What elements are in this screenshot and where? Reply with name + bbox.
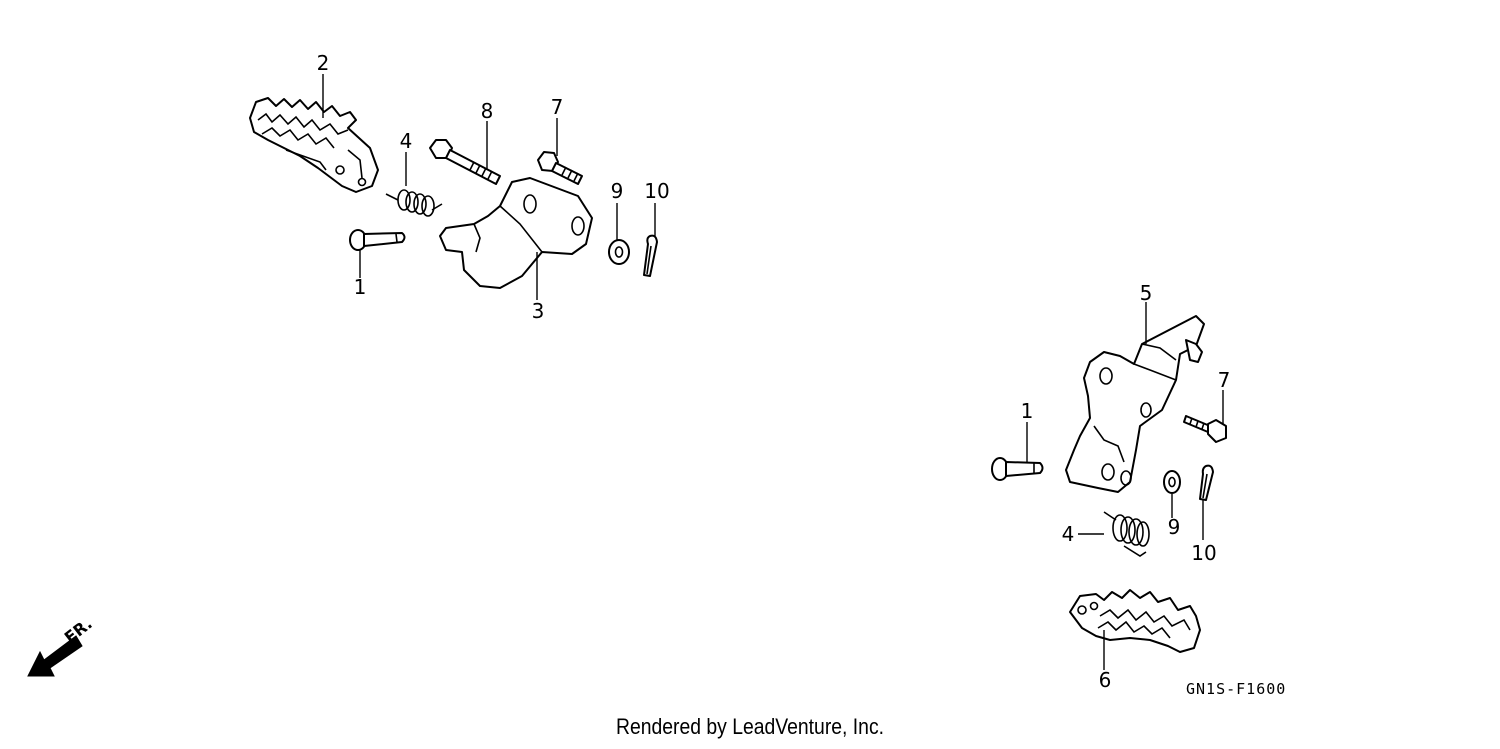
right-bracket-part-5[interactable] — [1065, 315, 1205, 493]
callout-9r: 9 — [1168, 515, 1181, 539]
callout-7r: 7 — [1218, 368, 1231, 392]
right-assembly: 5 1 7 9 10 4 6 — [991, 281, 1231, 692]
callout-7: 7 — [551, 95, 564, 119]
callout-4: 4 — [400, 129, 413, 153]
left-pin-part-1[interactable] — [349, 229, 406, 251]
right-cotter-pin-part-10[interactable] — [1199, 464, 1214, 501]
left-spring-part-4[interactable] — [385, 189, 443, 217]
left-bolt-part-7[interactable] — [537, 151, 583, 185]
left-bolt-part-8[interactable] — [429, 139, 501, 185]
right-bolt-part-7[interactable] — [1183, 415, 1227, 443]
callout-10: 10 — [644, 179, 669, 203]
right-washer-part-9[interactable] — [1163, 470, 1181, 494]
right-spring-part-4[interactable] — [1103, 511, 1150, 557]
callout-4r: 4 — [1062, 522, 1075, 546]
arrow-icon — [27, 635, 83, 677]
left-footpeg-part-2[interactable] — [249, 97, 379, 193]
left-bracket-part-3[interactable] — [439, 177, 593, 289]
callout-8: 8 — [481, 99, 494, 123]
front-label: FR. — [61, 614, 96, 647]
left-assembly: 2 4 1 8 7 3 9 10 — [249, 51, 670, 323]
right-pin-part-1[interactable] — [991, 457, 1044, 481]
left-cotter-pin-part-10[interactable] — [643, 234, 658, 277]
callout-5: 5 — [1140, 281, 1153, 305]
left-washer-part-9[interactable] — [608, 239, 630, 265]
callout-1: 1 — [354, 275, 367, 299]
right-footpeg-part-6[interactable] — [1069, 589, 1201, 653]
callout-9: 9 — [611, 179, 624, 203]
footer-credit: Rendered by LeadVenture, Inc. — [615, 714, 885, 739]
callout-2: 2 — [317, 51, 330, 75]
callout-10r: 10 — [1191, 541, 1216, 565]
diagram-code: GN1S-F1600 — [1186, 680, 1286, 698]
callout-3: 3 — [532, 299, 545, 323]
callout-6: 6 — [1099, 668, 1112, 692]
front-direction-arrow: FR. — [27, 614, 96, 677]
callout-1r: 1 — [1021, 399, 1034, 423]
